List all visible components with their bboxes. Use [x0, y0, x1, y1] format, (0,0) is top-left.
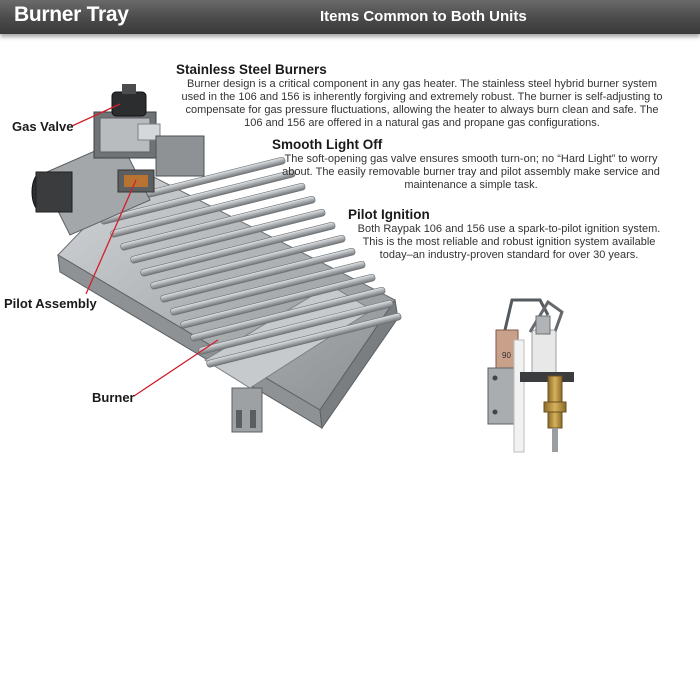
section-pilot-ignition: Pilot Ignition Both Raypak 106 and 156 u… — [348, 207, 670, 262]
pilot-ignition-photo: 90 — [485, 292, 600, 453]
section-stainless-steel-burners: Stainless Steel Burners Burner design is… — [176, 62, 668, 130]
callout-burner: Burner — [92, 390, 135, 405]
callout-gas-valve: Gas Valve — [12, 119, 74, 134]
section-heading: Pilot Ignition — [348, 207, 430, 222]
section-body: Both Raypak 106 and 156 use a spark-to-p… — [357, 223, 661, 261]
gas-valve-callout-line — [71, 103, 121, 127]
callout-lines — [71, 103, 219, 397]
burner-callout-line — [133, 339, 219, 397]
section-body: Burner design is a critical component in… — [181, 78, 663, 129]
page-title: Burner Tray — [14, 3, 129, 26]
section-body: The soft-opening gas valve ensures smoot… — [282, 153, 660, 191]
section-heading: Stainless Steel Burners — [176, 62, 327, 77]
pilot-tag-text: 90 — [502, 351, 511, 360]
pilot-assembly-callout-line — [85, 179, 137, 295]
section-smooth-light-off: Smooth Light Off The soft-opening gas va… — [272, 137, 670, 192]
callout-pilot-assembly: Pilot Assembly — [4, 296, 97, 311]
page-header: Burner Tray Items Common to Both Units — [0, 0, 700, 34]
section-heading: Smooth Light Off — [272, 137, 383, 152]
page-subtitle: Items Common to Both Units — [320, 8, 527, 25]
